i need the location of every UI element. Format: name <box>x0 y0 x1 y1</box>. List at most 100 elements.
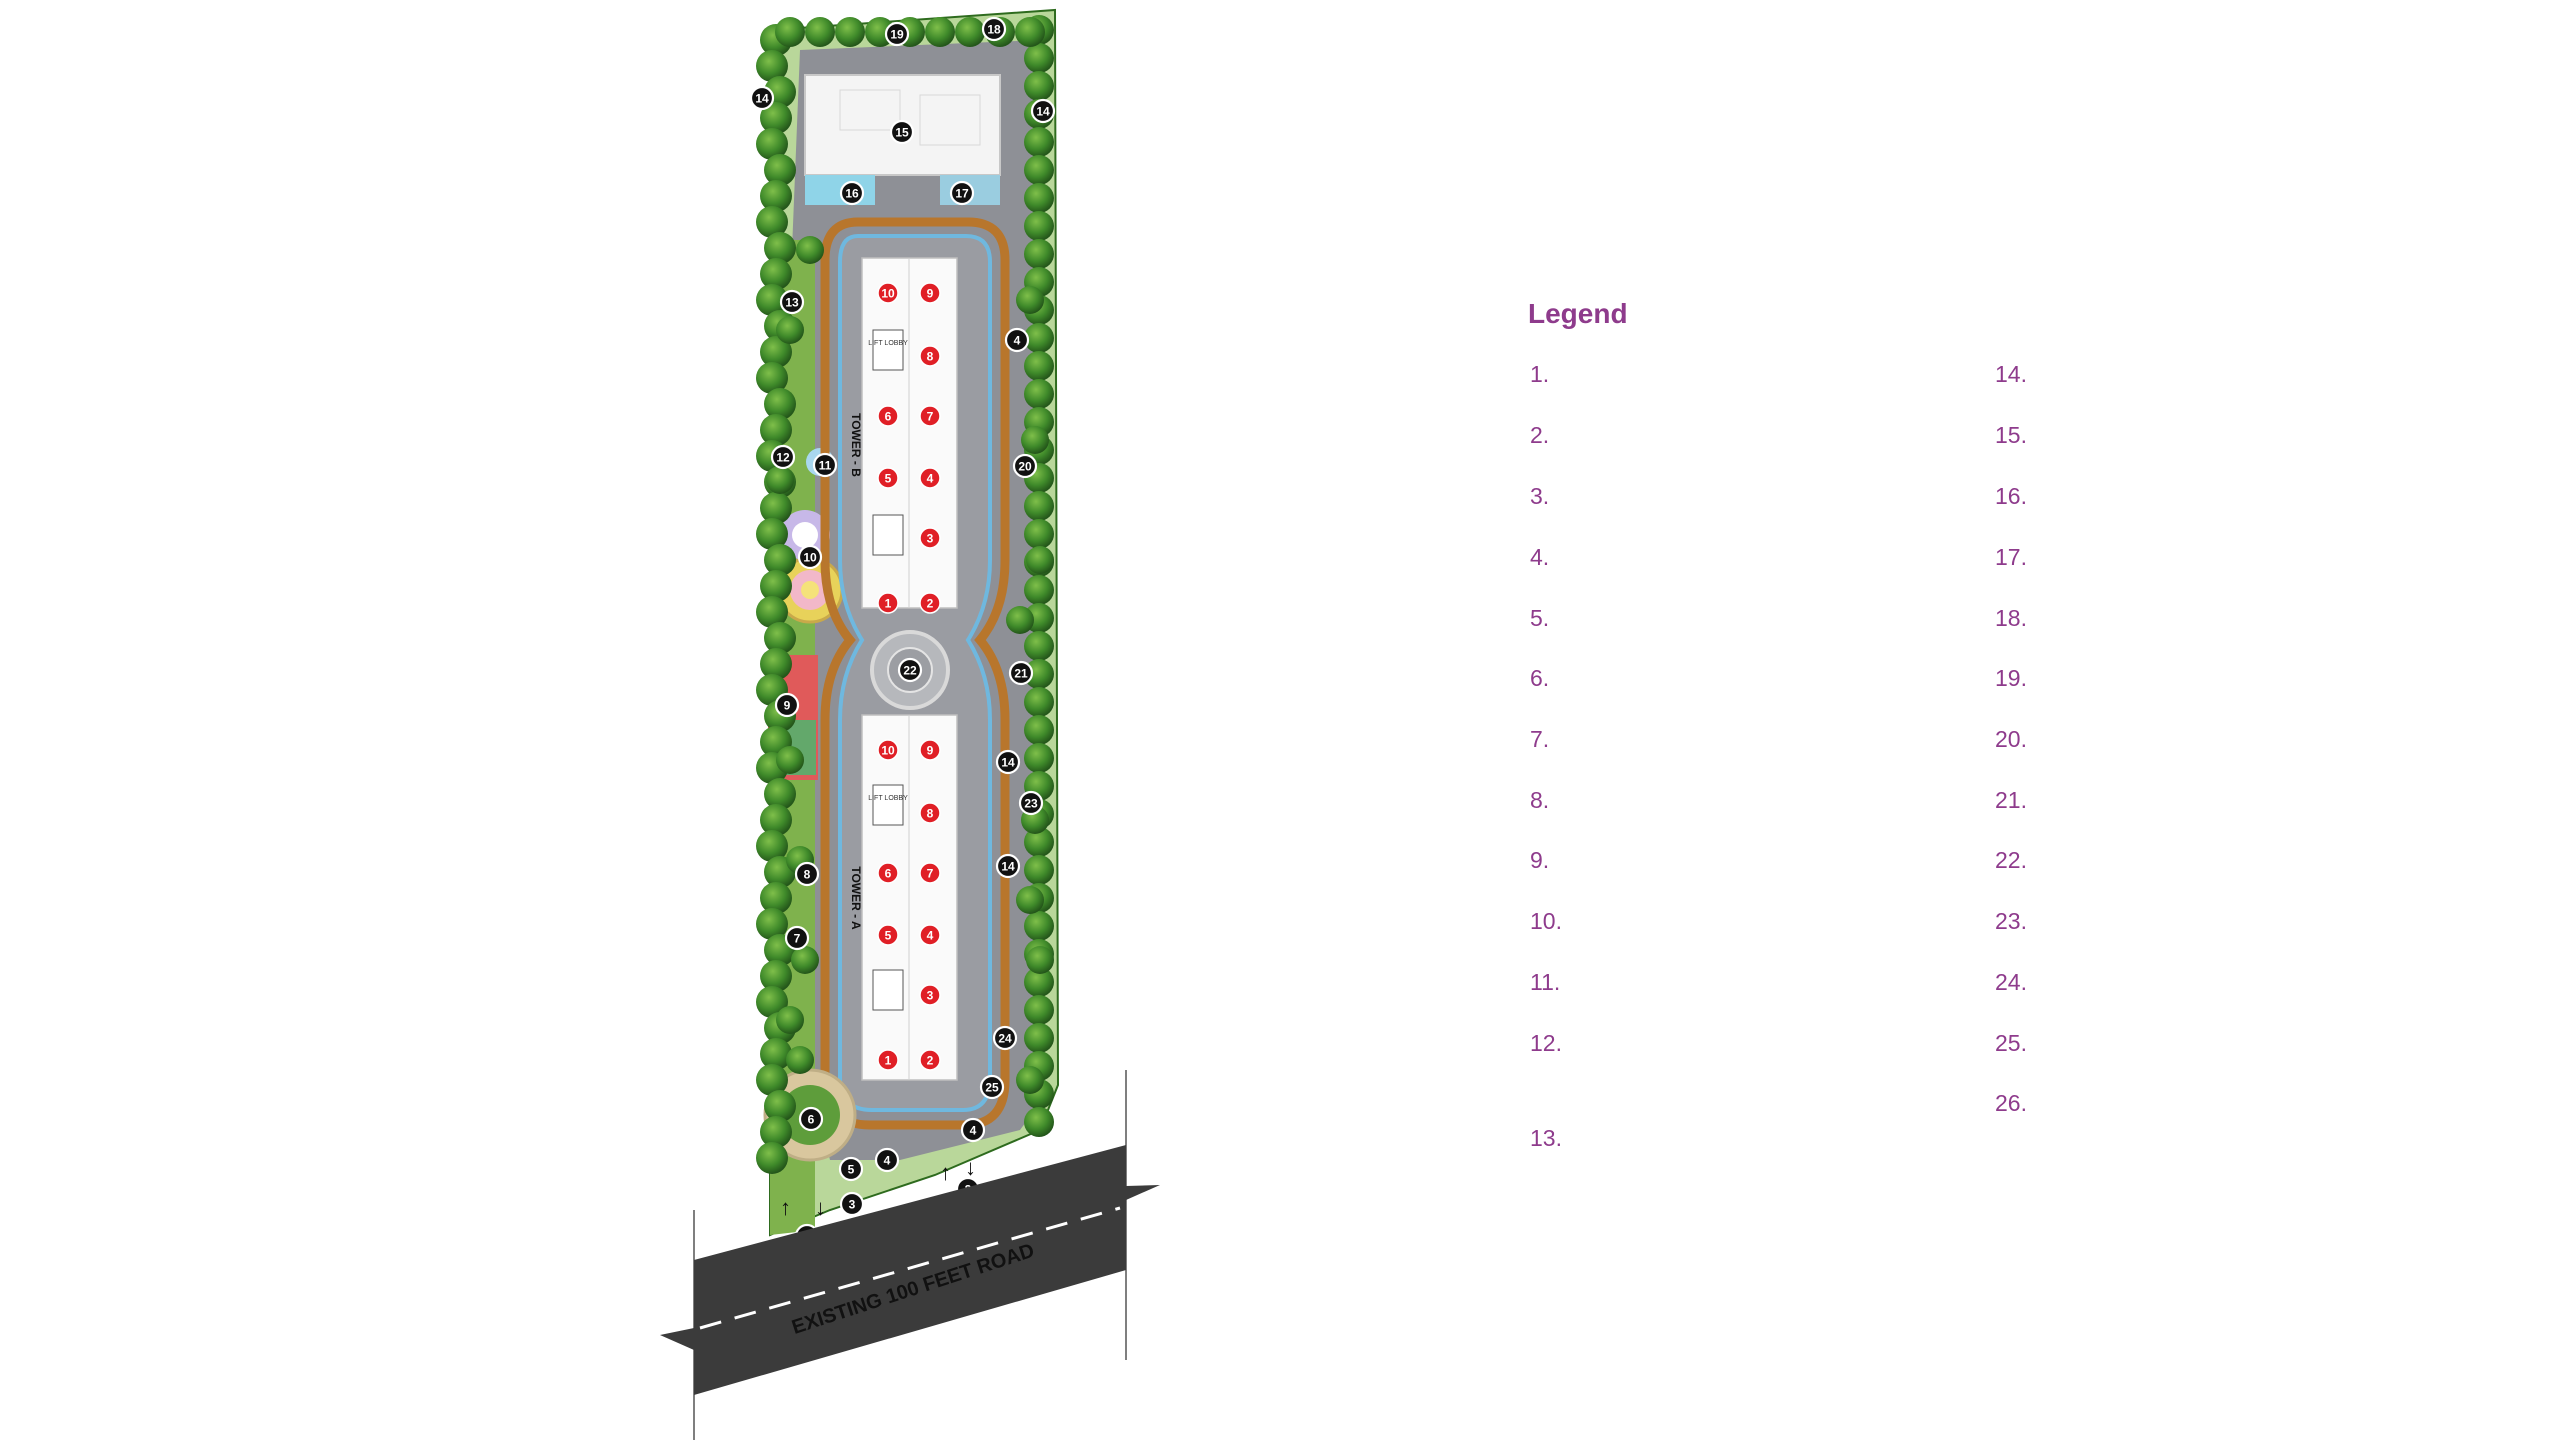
svg-text:14: 14 <box>1001 860 1015 874</box>
svg-text:5: 5 <box>848 1163 855 1177</box>
svg-text:1: 1 <box>885 1054 892 1068</box>
svg-text:3: 3 <box>927 532 934 546</box>
legend-item-number: 8. <box>1530 787 1550 813</box>
unit-marker: 9 <box>919 282 941 304</box>
tree <box>955 17 985 47</box>
tree <box>1015 17 1045 47</box>
tower-b-label: TOWER - B <box>849 413 863 477</box>
map-marker: 14 <box>1030 98 1056 124</box>
tree <box>1024 631 1054 661</box>
svg-text:14: 14 <box>1036 105 1050 119</box>
map-marker: 17 <box>949 180 975 206</box>
tree <box>756 1064 788 1096</box>
map-marker: 4 <box>874 1147 900 1173</box>
legend-item-number: 11. <box>1530 969 1561 995</box>
svg-text:18: 18 <box>987 23 1001 37</box>
svg-text:4: 4 <box>884 1154 891 1168</box>
tree <box>1016 286 1044 314</box>
tree <box>1006 606 1034 634</box>
legend-item-number: 10. <box>1530 908 1562 934</box>
svg-text:7: 7 <box>794 932 801 946</box>
tree <box>1024 827 1054 857</box>
unit-marker: 2 <box>919 1049 941 1071</box>
legend-item-number: 19. <box>1995 665 2027 691</box>
legend-item-number: 13. <box>1530 1125 1562 1151</box>
unit-marker: 10 <box>877 739 899 761</box>
tree <box>1026 546 1054 574</box>
tree <box>764 778 796 810</box>
tree <box>1024 491 1054 521</box>
tree <box>760 1038 792 1070</box>
lift-lobby-label: LIFT LOBBY <box>868 795 908 802</box>
map-marker: 10 <box>797 544 823 570</box>
legend-item-number: 22. <box>1995 847 2027 873</box>
svg-text:9: 9 <box>927 744 934 758</box>
svg-text:↑: ↑ <box>780 1195 791 1220</box>
legend-item-number: 1. <box>1530 361 1550 387</box>
unit-marker: 9 <box>919 739 941 761</box>
legend-item-number: 9. <box>1530 847 1550 873</box>
tree <box>756 596 788 628</box>
svg-text:4: 4 <box>1014 334 1021 348</box>
jogging-track <box>820 217 1010 1130</box>
legend-item-number: 23. <box>1995 908 2027 934</box>
svg-text:4: 4 <box>970 1124 977 1138</box>
tree <box>786 1046 814 1074</box>
tree <box>1024 715 1054 745</box>
unit-marker: 4 <box>919 924 941 946</box>
map-marker: 7 <box>784 925 810 951</box>
svg-text:6: 6 <box>885 410 892 424</box>
unit-marker: 8 <box>919 802 941 824</box>
tree <box>760 648 792 680</box>
svg-text:2: 2 <box>927 597 934 611</box>
tree <box>1024 351 1054 381</box>
tree <box>760 180 792 212</box>
map-marker: 22 <box>897 657 923 683</box>
svg-text:13: 13 <box>785 296 799 310</box>
map-marker: 23 <box>1018 790 1044 816</box>
tree <box>760 258 792 290</box>
tree <box>1024 323 1054 353</box>
tower-b: LIFT LOBBY TOWER - B <box>849 257 958 609</box>
tree <box>764 622 796 654</box>
legend-item-number: 24. <box>1995 969 2027 995</box>
map-marker: 25 <box>979 1074 1005 1100</box>
unit-marker: 3 <box>919 984 941 1006</box>
tree <box>1024 659 1054 689</box>
tree <box>1024 43 1054 73</box>
svg-text:6: 6 <box>885 867 892 881</box>
tree <box>1026 946 1054 974</box>
tree <box>1016 886 1044 914</box>
unit-marker: 3 <box>919 527 941 549</box>
tree <box>760 102 792 134</box>
map-marker: 9 <box>774 692 800 718</box>
legend-item-number: 4. <box>1530 544 1550 570</box>
tree <box>1024 743 1054 773</box>
map-marker: 13 <box>779 289 805 315</box>
tree <box>1024 183 1054 213</box>
legend-item-number: 12. <box>1530 1030 1562 1056</box>
unit-marker: 7 <box>919 405 941 427</box>
map-marker: 14 <box>995 853 1021 879</box>
tree <box>1024 379 1054 409</box>
tree <box>1024 911 1054 941</box>
tree <box>805 17 835 47</box>
tree <box>796 236 824 264</box>
tree <box>1024 155 1054 185</box>
unit-marker: 2 <box>919 592 941 614</box>
svg-text:10: 10 <box>881 744 895 758</box>
tree <box>760 804 792 836</box>
tree <box>756 284 788 316</box>
tree <box>760 882 792 914</box>
svg-text:5: 5 <box>885 472 892 486</box>
svg-text:19: 19 <box>890 28 904 42</box>
svg-text:6: 6 <box>808 1113 815 1127</box>
tower-a-label: TOWER - A <box>849 866 863 930</box>
svg-text:↑: ↑ <box>940 1160 951 1185</box>
unit-marker: 1 <box>877 1049 899 1071</box>
tree <box>1024 519 1054 549</box>
map-marker: 4 <box>1004 327 1030 353</box>
tree <box>776 746 804 774</box>
unit-marker: 6 <box>877 862 899 884</box>
tree <box>1024 127 1054 157</box>
